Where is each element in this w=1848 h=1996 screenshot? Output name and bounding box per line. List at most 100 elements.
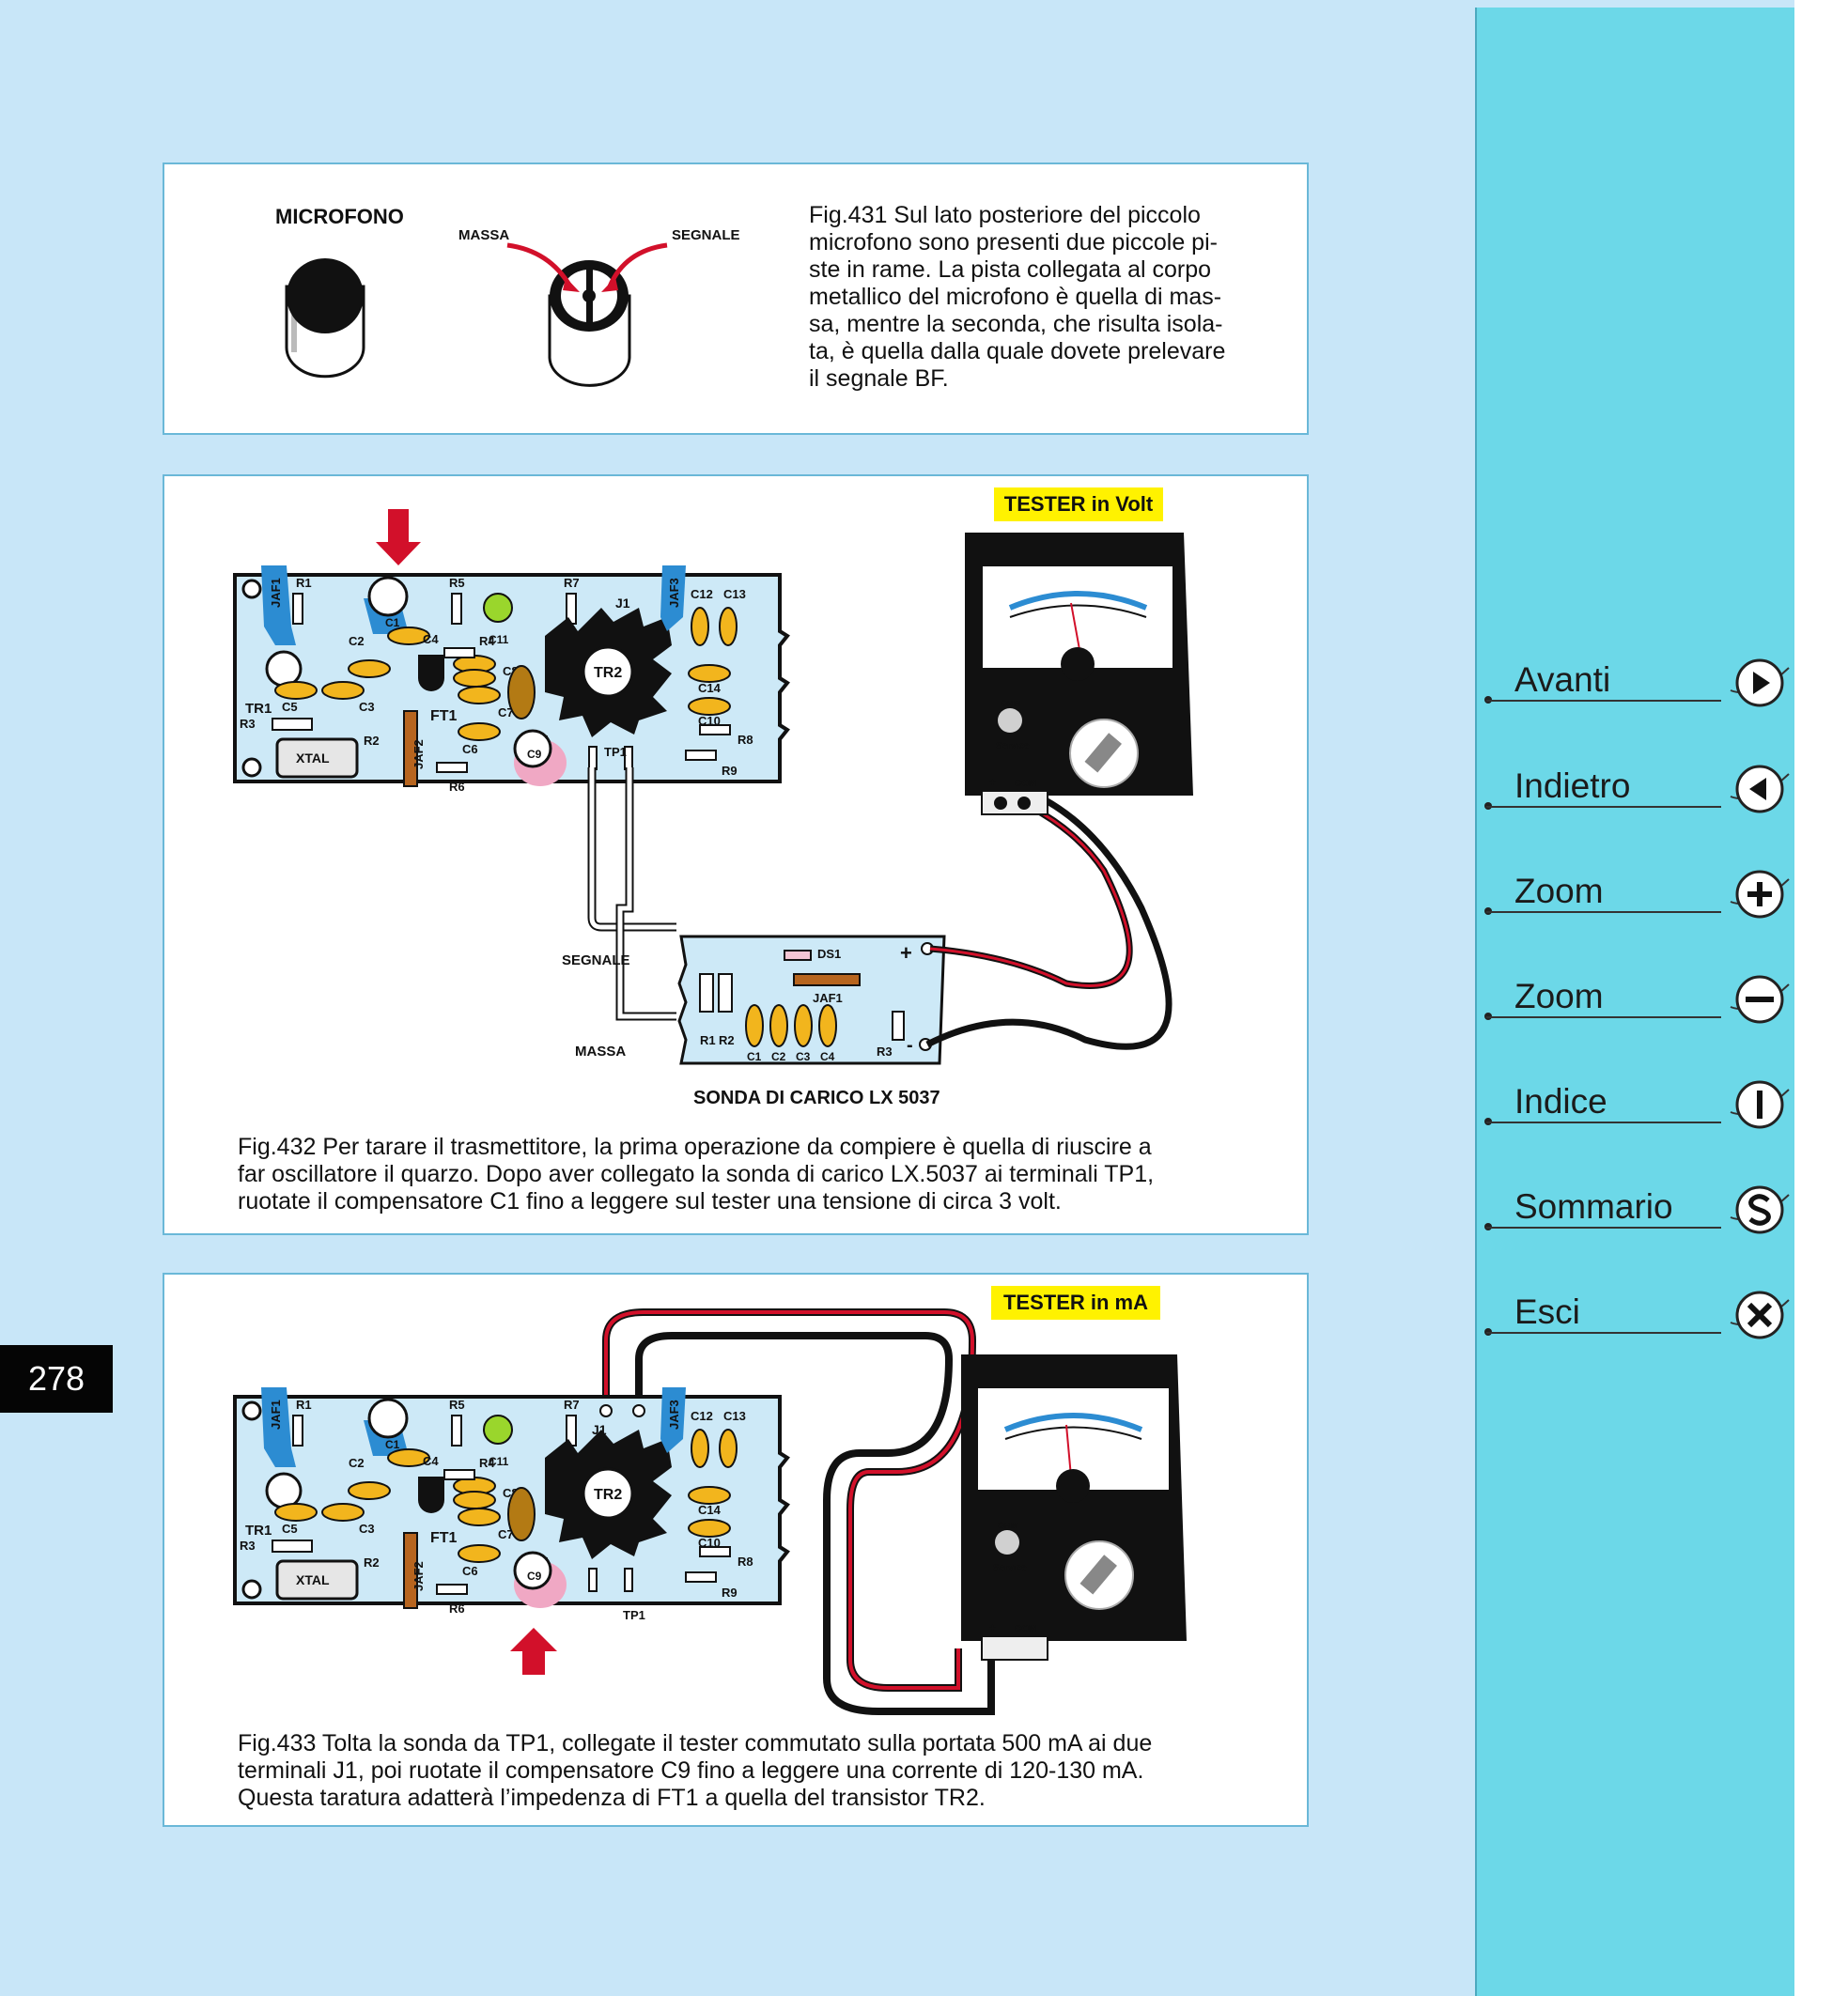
svg-text:C13: C13 xyxy=(723,587,746,601)
svg-text:C5: C5 xyxy=(282,1522,298,1536)
nav-avanti-button[interactable]: Avanti xyxy=(1484,653,1794,719)
svg-text:C5: C5 xyxy=(282,700,298,714)
svg-text:C6: C6 xyxy=(462,1564,478,1578)
svg-text:C3: C3 xyxy=(796,1050,811,1063)
svg-text:C11: C11 xyxy=(489,633,509,646)
red-arrow-up-icon xyxy=(510,1628,557,1675)
exit-icon xyxy=(1730,1291,1790,1339)
tr2-heatsink: TR2 xyxy=(545,608,672,737)
fig433-diagram: JAF1 TR1 C1 R1 R5 R7 C11 TR2 J1 JAF3 C12 xyxy=(233,1308,1187,1715)
play-left-icon xyxy=(1730,765,1790,813)
fig432-diagram: JAF1 TR1 C1 R1 R5 R7 C11 TR2 J1 xyxy=(233,509,1193,1108)
svg-text:C4: C4 xyxy=(423,632,439,646)
summary-icon xyxy=(1730,1185,1790,1234)
svg-text:OHM: OHM xyxy=(1001,699,1020,708)
svg-text:C6: C6 xyxy=(462,742,478,756)
figure-431-caption: Fig.431 Sul lato posteriore del piccolo … xyxy=(809,202,1226,392)
svg-text:C2: C2 xyxy=(771,1050,786,1063)
svg-text:C9: C9 xyxy=(527,748,542,761)
svg-text:FT1: FT1 xyxy=(430,1530,458,1546)
figure-433-caption: Fig.433 Tolta la sonda da TP1, collegate… xyxy=(238,1730,1153,1811)
svg-text:C3: C3 xyxy=(359,700,375,714)
svg-text:JAF1: JAF1 xyxy=(813,991,843,1005)
svg-text:R4: R4 xyxy=(479,1456,495,1470)
nav-sommario-label: Sommario xyxy=(1514,1187,1673,1226)
svg-text:R5: R5 xyxy=(449,576,465,590)
massa-label: MASSA xyxy=(458,227,509,243)
massa-wire-label: MASSA xyxy=(575,1044,626,1060)
svg-text:C3: C3 xyxy=(359,1522,375,1536)
svg-text:JAF3: JAF3 xyxy=(667,578,681,608)
nav-avanti-label: Avanti xyxy=(1514,660,1611,699)
svg-text:R8: R8 xyxy=(738,733,753,747)
svg-text:R1: R1 xyxy=(700,1033,716,1047)
zoom-out-icon xyxy=(1730,975,1790,1024)
zoom-in-icon xyxy=(1730,870,1790,919)
svg-text:C4: C4 xyxy=(423,1454,439,1468)
tester-volt-title: TESTER in Volt xyxy=(994,487,1163,521)
svg-text:C14: C14 xyxy=(698,1503,722,1517)
svg-text:JAF1: JAF1 xyxy=(269,1400,283,1430)
svg-text:R2: R2 xyxy=(719,1033,735,1047)
pcb-board-2: JAF1 TR1 C1 R1 R5 R7 C11 TR2 J1 JAF3 C12 xyxy=(233,1387,790,1622)
svg-text:R4: R4 xyxy=(479,634,495,648)
play-right-icon xyxy=(1730,658,1790,707)
svg-text:C9: C9 xyxy=(527,1570,542,1583)
svg-text:R2: R2 xyxy=(364,1555,380,1570)
nav-indice-label: Indice xyxy=(1514,1082,1607,1121)
nav-zoom-out-label: Zoom xyxy=(1514,977,1604,1015)
svg-text:R5: R5 xyxy=(449,1398,465,1412)
right-margin xyxy=(1794,0,1848,1996)
pcb-board: JAF1 TR1 C1 R1 R5 R7 C11 TR2 J1 xyxy=(233,565,790,794)
nav-indietro-label: Indietro xyxy=(1514,766,1631,805)
figure-433-panel: TESTER in mA JAF1 TR1 C1 R1 R5 R7 C11 xyxy=(163,1273,1309,1827)
tester-ma: OHM Service + COM xyxy=(961,1354,1187,1661)
svg-text:DS1: DS1 xyxy=(817,947,841,961)
svg-text:J1: J1 xyxy=(592,1422,607,1437)
svg-text:R8: R8 xyxy=(738,1555,753,1569)
svg-text:JAF3: JAF3 xyxy=(667,1400,681,1430)
svg-text:R6: R6 xyxy=(449,1601,465,1616)
nav-zoom-in-button[interactable]: Zoom xyxy=(1484,864,1794,930)
svg-text:+: + xyxy=(989,1621,996,1634)
svg-text:TR1: TR1 xyxy=(245,701,272,717)
segnale-wire-label: SEGNALE xyxy=(562,952,630,968)
svg-text:C2: C2 xyxy=(349,634,365,648)
svg-text:C14: C14 xyxy=(698,681,722,695)
svg-text:C13: C13 xyxy=(723,1409,746,1423)
svg-text:XTAL: XTAL xyxy=(296,750,330,766)
svg-text:R2: R2 xyxy=(364,734,380,748)
svg-text:R9: R9 xyxy=(722,1586,738,1600)
svg-text:R9: R9 xyxy=(722,764,738,778)
svg-text:TP1: TP1 xyxy=(623,1608,645,1622)
svg-text:R7: R7 xyxy=(564,576,580,590)
svg-text:R3: R3 xyxy=(877,1044,893,1059)
microphone-back xyxy=(548,260,631,387)
svg-text:R3: R3 xyxy=(240,717,256,731)
svg-text:C4: C4 xyxy=(820,1050,835,1063)
svg-text:C7: C7 xyxy=(498,1527,514,1541)
svg-text:-: - xyxy=(907,1035,913,1056)
svg-text:R3: R3 xyxy=(240,1539,256,1553)
svg-text:+: + xyxy=(989,776,996,789)
segnale-label: SEGNALE xyxy=(672,227,740,243)
nav-indietro-button[interactable]: Indietro xyxy=(1484,759,1794,825)
nav-esci-label: Esci xyxy=(1514,1292,1580,1331)
page-number: 278 xyxy=(0,1345,113,1413)
nav-indice-button[interactable]: Indice xyxy=(1484,1075,1794,1140)
svg-text:C2: C2 xyxy=(349,1456,365,1470)
nav-sommario-button[interactable]: Sommario xyxy=(1484,1180,1794,1246)
microphone-illustration: MICROFONO MASSA SEGNALE xyxy=(275,205,740,387)
nav-zoom-out-button[interactable]: Zoom xyxy=(1484,969,1794,1035)
red-arrow-down-icon xyxy=(376,509,421,565)
svg-text:JAF2: JAF2 xyxy=(412,1561,426,1591)
svg-text:COM: COM xyxy=(1015,1624,1036,1634)
svg-text:TR2: TR2 xyxy=(594,1487,622,1503)
figure-431-panel: MICROFONO MASSA SEGNALE Fig.431 Sul lato… xyxy=(163,162,1309,435)
microphone-front xyxy=(285,258,365,379)
probe-title: SONDA DI CARICO LX 5037 xyxy=(693,1088,940,1108)
svg-text:Service: Service xyxy=(996,741,1030,751)
svg-text:JAF2: JAF2 xyxy=(412,739,426,769)
nav-zoom-in-label: Zoom xyxy=(1514,872,1604,910)
nav-esci-button[interactable]: Esci xyxy=(1484,1285,1794,1351)
